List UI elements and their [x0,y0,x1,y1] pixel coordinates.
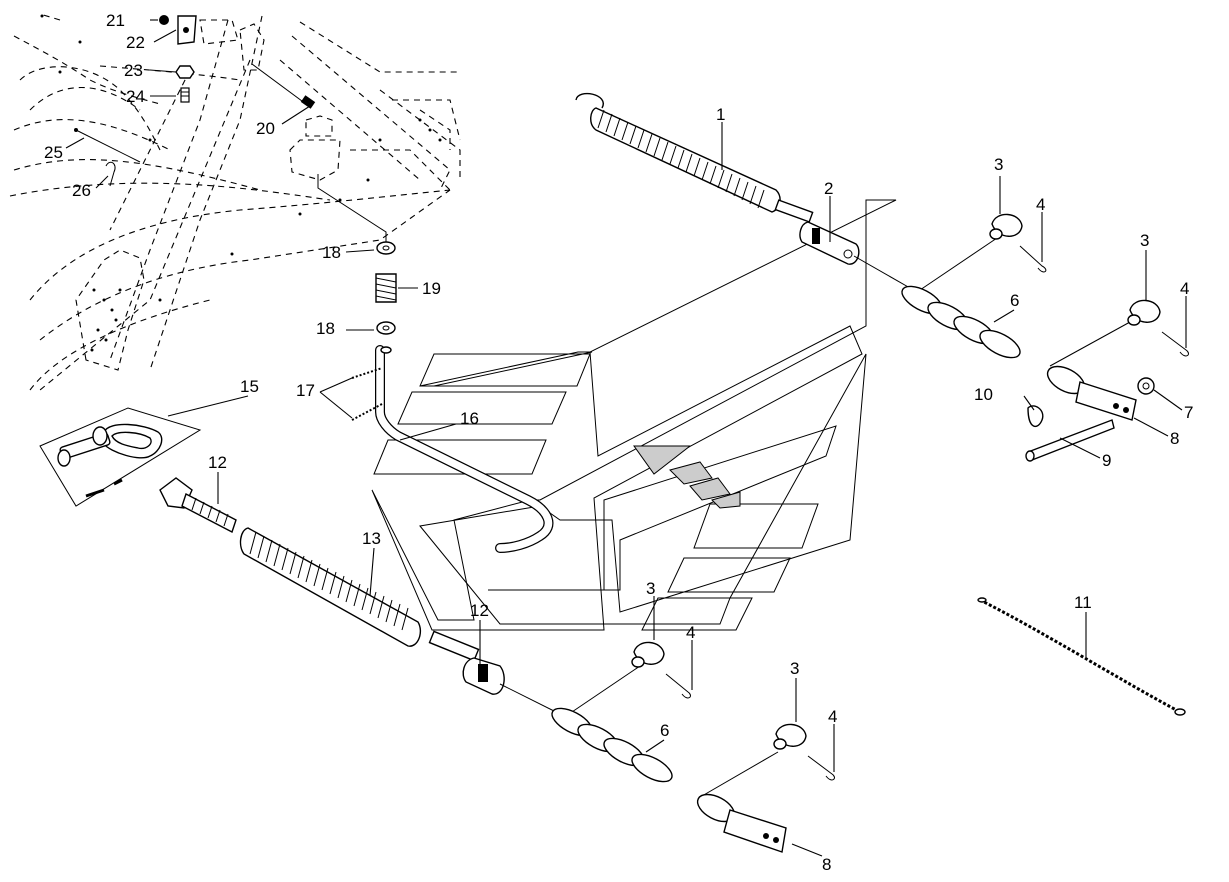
callout-9: 9 [1102,451,1111,470]
machine-frame [9,13,461,391]
callout-15: 15 [240,377,259,396]
watermark-logo [371,199,897,631]
wire-25 [74,128,141,163]
callout-11: 11 [1074,593,1092,612]
clip-10 [1027,405,1044,428]
callout-20: 20 [256,119,275,138]
chain-6-upper [901,285,1021,359]
callout-3: 3 [646,579,655,598]
pin-4-upper-a [1019,245,1047,273]
leader-links-upper [853,235,1131,367]
rod-16 [375,345,554,553]
washer-18-top [376,241,396,255]
threaded-rod-12-right [428,630,505,695]
callout-6: 6 [1010,291,1019,310]
callout-4: 4 [686,623,695,642]
shackle-3-lower-b [773,723,807,750]
rod-linkage [317,174,387,246]
spring-19 [375,273,397,303]
pin-9 [1025,419,1115,462]
bolt-24 [180,87,190,103]
bracket-22 [177,15,197,45]
callout-7: 7 [1184,403,1193,422]
callout-3: 3 [790,659,799,678]
nut-23 [175,65,195,79]
nut-21 [159,15,169,25]
pin-4-lower-b [807,755,835,781]
inset-15 [39,407,202,507]
threaded-rod-2 [774,199,860,265]
leader-links-lower [499,665,779,797]
callout-25: 25 [44,143,63,162]
callout-4: 4 [1180,279,1189,298]
callout-4: 4 [828,707,837,726]
pin-4-lower-a [665,673,691,699]
callout-22: 22 [126,33,145,52]
spring-1 [575,92,781,213]
leader-lines [65,19,1187,857]
callout-8: 8 [822,855,831,874]
eyebolt-12-left [159,477,237,533]
callout-12: 12 [208,453,227,472]
washer-7 [1137,377,1155,395]
pins-17 [351,367,383,421]
callout-17: 17 [296,381,315,400]
callout-8: 8 [1170,429,1179,448]
shackle-3-lower-a [631,641,665,668]
callout-23: 23 [124,61,143,80]
hardware-bolt-20 [251,63,316,109]
callout-21: 21 [106,11,125,30]
callout-12: 12 [470,601,489,620]
callout-19: 19 [422,279,441,298]
callout-labels: 1 2 3 4 6 3 4 10 9 8 7 11 12 13 12 15 16… [44,11,1193,874]
callout-1: 1 [716,105,725,124]
callout-16: 16 [460,409,479,428]
callout-4: 4 [1036,195,1045,214]
callout-6: 6 [660,721,669,740]
callout-2: 2 [824,179,833,198]
twisted-wire-11 [977,597,1186,716]
callout-18: 18 [322,243,341,262]
shackle-3-upper-b [1127,299,1161,326]
callout-26: 26 [72,181,91,200]
callout-24: 24 [126,87,145,106]
washer-18-bottom [376,321,396,335]
pin-26 [105,161,116,187]
shackle-3-upper-a [989,213,1023,240]
callout-3: 3 [1140,231,1149,250]
spring-13 [239,527,422,647]
callout-10: 10 [974,385,993,404]
plate-8-upper [1046,365,1137,421]
callout-18: 18 [316,319,335,338]
chain-6-lower [551,707,673,783]
plate-8-lower [696,793,787,853]
pin-4-upper-b [1161,331,1189,357]
callout-3: 3 [994,155,1003,174]
callout-13: 13 [362,529,381,548]
